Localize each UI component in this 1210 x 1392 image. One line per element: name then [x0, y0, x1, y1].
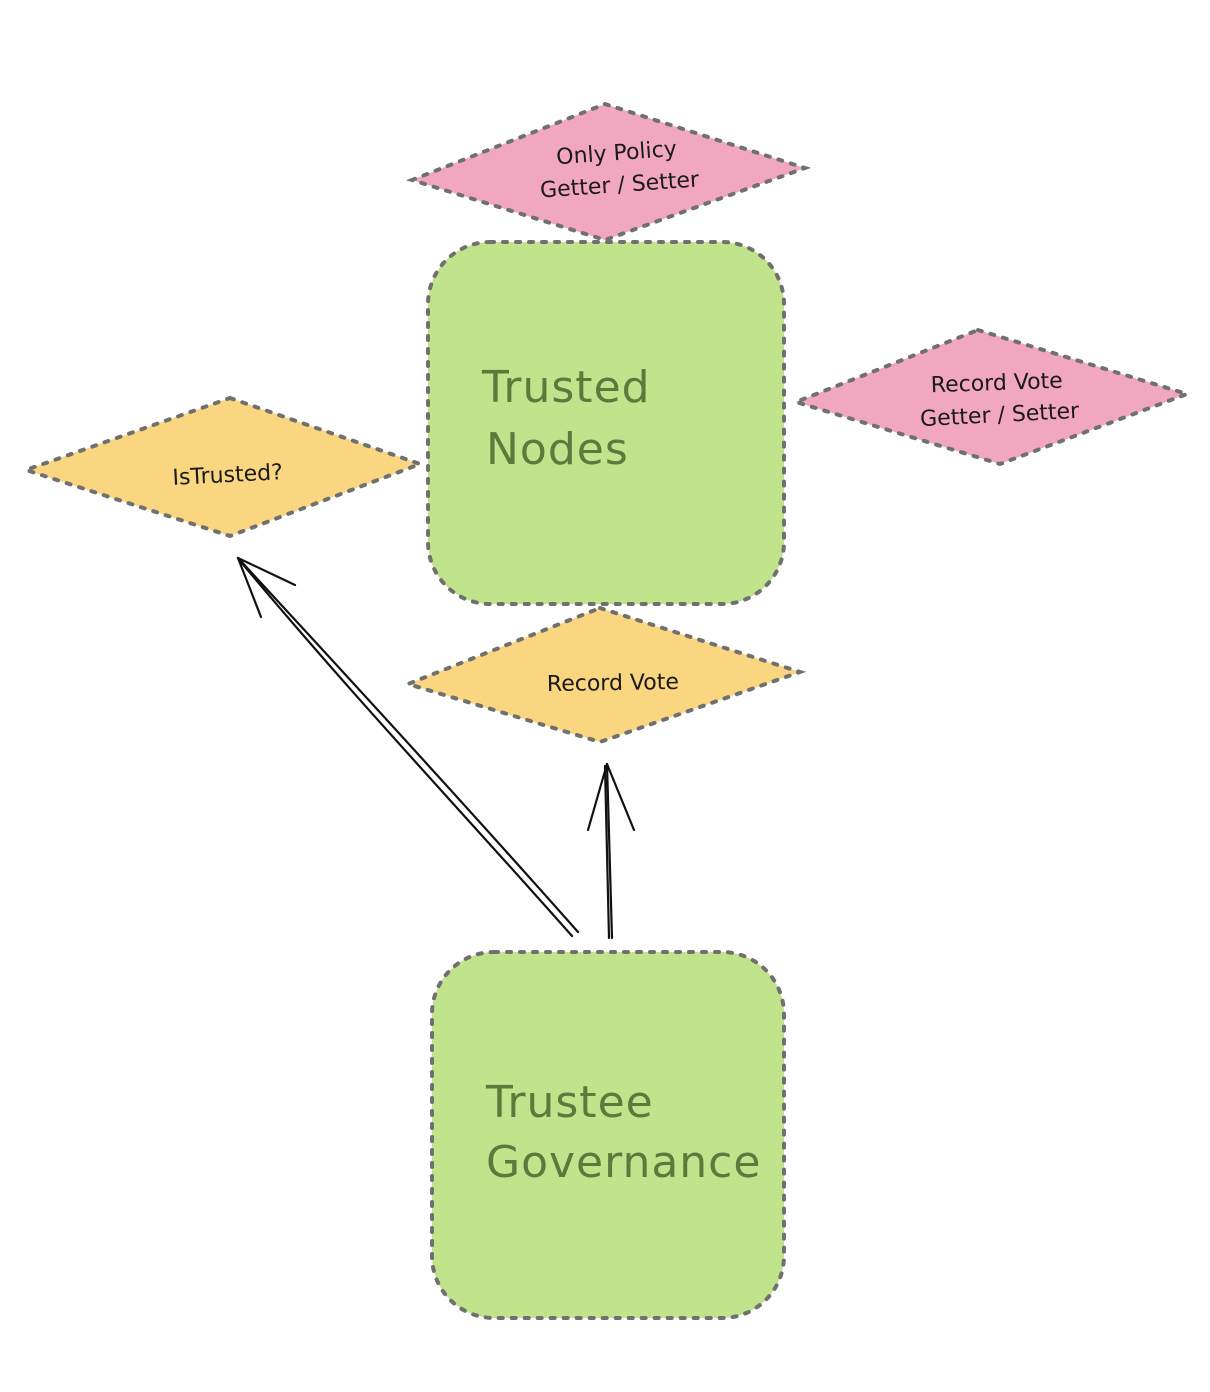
trustee-governance-box[interactable]: Trustee Governance — [430, 950, 786, 1320]
trustee-governance-label-line1: Trustee — [485, 1077, 654, 1128]
record-vote-getter-setter-diamond[interactable]: Record Vote Getter / Setter — [789, 327, 1194, 467]
is-trusted-label: IsTrusted? — [172, 460, 284, 491]
trustee-governance-label-line2: Governance — [486, 1137, 761, 1188]
trusted-nodes-label-line1: Trusted — [481, 362, 651, 413]
record-vote-diamond[interactable]: Record Vote — [401, 605, 807, 745]
record-vote-getter-setter-label-line1: Record Vote — [930, 369, 1063, 399]
arrow-to-record-vote — [586, 762, 636, 940]
record-vote-label: Record Vote — [547, 670, 679, 697]
is-trusted-diamond[interactable]: IsTrusted? — [19, 395, 426, 539]
trusted-nodes-box[interactable]: Trusted Nodes — [426, 240, 786, 606]
arrow-to-is-trusted — [236, 556, 580, 938]
only-policy-diamond[interactable]: Only Policy Getter / Setter — [405, 101, 812, 243]
trusted-nodes-label-line2: Nodes — [486, 424, 629, 475]
